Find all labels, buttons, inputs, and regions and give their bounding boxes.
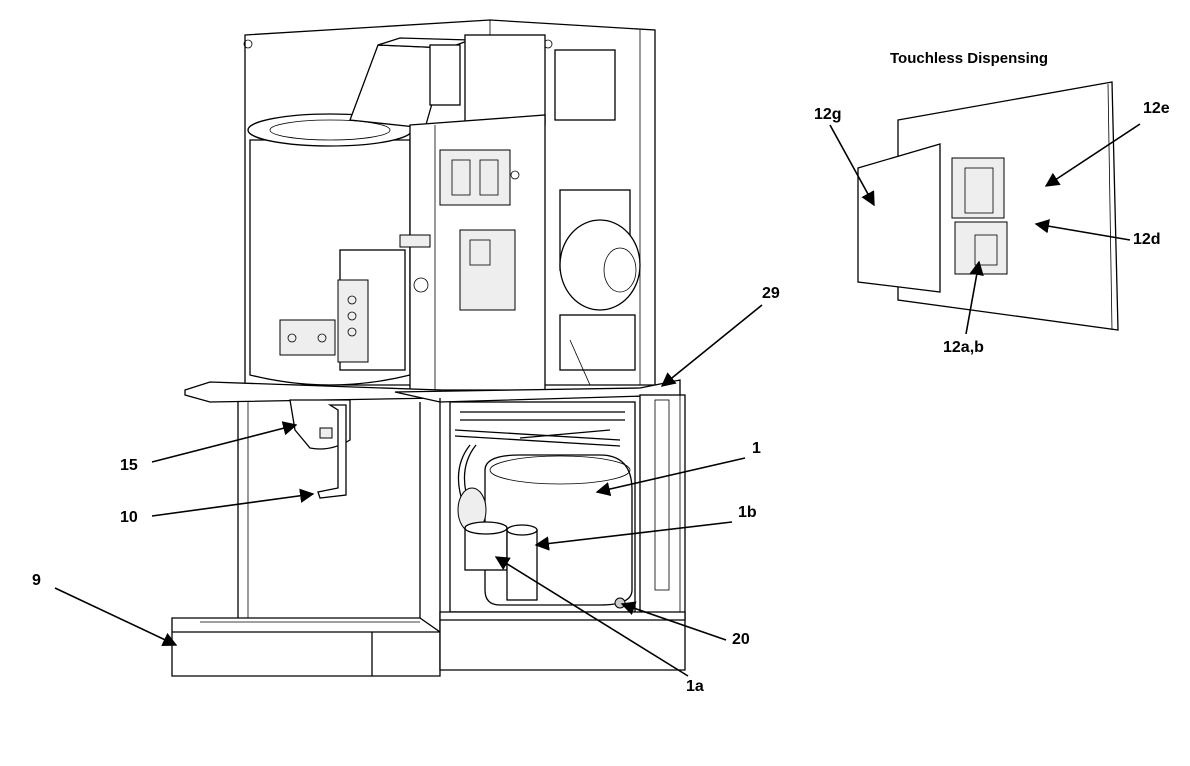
base — [439, 611, 686, 671]
control-panel — [409, 114, 546, 391]
callout-12d: 12d — [1133, 231, 1161, 248]
inset-title: Touchless Dispensing — [890, 50, 1049, 67]
callout-12e: 12e — [1143, 100, 1170, 117]
gear-motor — [559, 189, 641, 386]
top-chute — [349, 34, 616, 129]
callout-15: 15 — [120, 457, 138, 474]
callout-1: 1 — [752, 440, 761, 457]
drip-tray — [171, 617, 441, 677]
dispense-lever — [317, 404, 347, 499]
ice-chute-spout — [289, 399, 351, 450]
leader-lines — [54, 123, 1141, 677]
callout-20: 20 — [732, 631, 750, 648]
callout-12ab: 12a,b — [943, 339, 984, 356]
callout-1b: 1b — [738, 504, 757, 521]
dispense-switch-box — [337, 234, 431, 371]
callout-12g: 12g — [814, 106, 842, 123]
callout-9: 9 — [32, 572, 41, 589]
callout-29: 29 — [762, 285, 780, 302]
touchless-inset — [857, 81, 1119, 331]
callout-1a: 1a — [686, 678, 704, 695]
machine-body — [171, 19, 686, 677]
start-components — [464, 521, 538, 601]
mounting-bolt — [614, 597, 626, 609]
callout-10: 10 — [120, 509, 138, 526]
